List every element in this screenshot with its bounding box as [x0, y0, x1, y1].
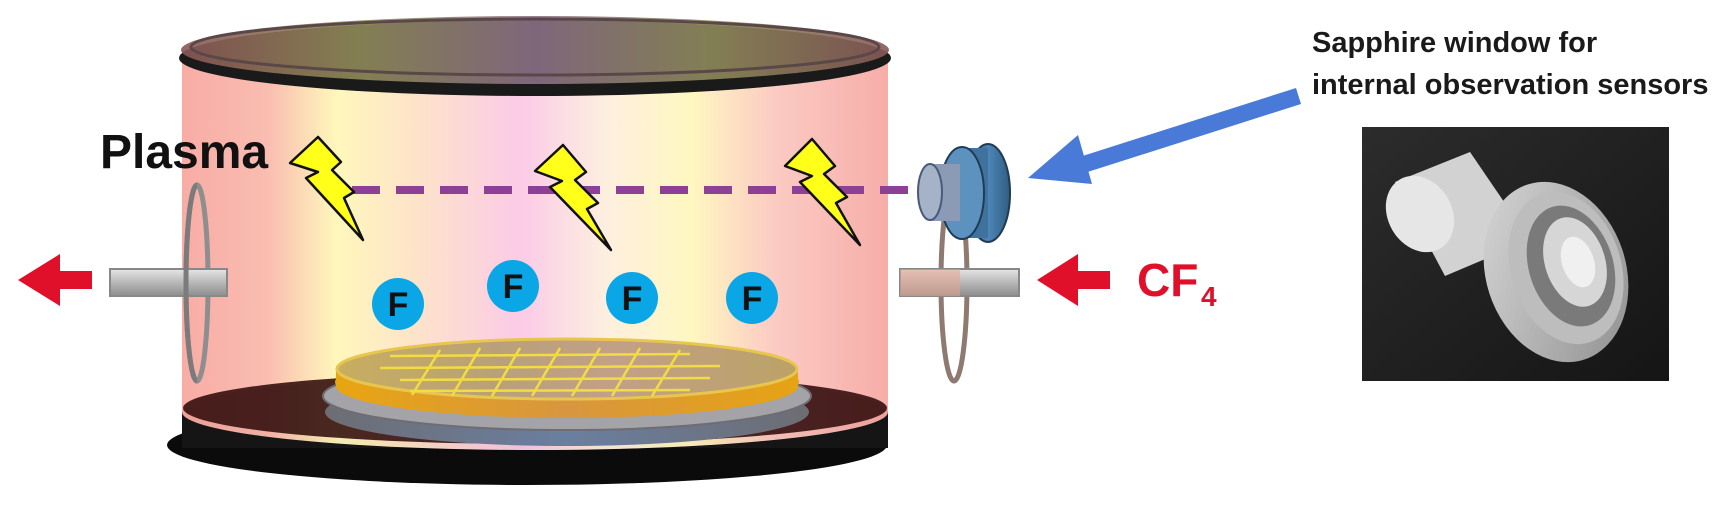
caption-line-1: Sapphire window for: [1312, 27, 1598, 59]
gas-label-main: CF: [1137, 254, 1198, 306]
gas-label-subscript: 4: [1201, 281, 1217, 312]
sapphire-window-photo: [1362, 127, 1669, 381]
sapphire-window-caption: Sapphire window for internal observation…: [1312, 22, 1708, 106]
lightning-bolts: [288, 135, 862, 252]
sensor-pointer-arrow: [1028, 88, 1301, 184]
gas-inlet-arrow: [1037, 254, 1110, 306]
sapphire-window-center: [1560, 236, 1596, 288]
wafer-pattern: [379, 347, 721, 397]
exhaust-arrow: [18, 254, 92, 306]
radical-label: F: [388, 286, 409, 324]
exhaust-pipe: [109, 268, 228, 297]
radical-label: F: [742, 280, 763, 318]
inlet-pipe-tint: [900, 269, 960, 296]
chamber-lid-inner: [189, 17, 881, 77]
wafer-stage: [322, 337, 812, 446]
exhaust-ring-front: [183, 182, 198, 384]
plasma-label: Plasma: [100, 126, 268, 179]
radical-label: F: [503, 268, 524, 306]
sapphire-stem-end: [1385, 175, 1455, 253]
radical-f: F: [487, 260, 539, 312]
lightning-bolt-icon: [288, 135, 365, 242]
gas-label: CF 4: [1137, 254, 1217, 312]
lightning-bolt-icon: [783, 137, 862, 247]
sensor-nozzle-cap: [917, 163, 943, 221]
fluorine-radicals: F F F F: [372, 260, 778, 330]
radical-label: F: [622, 280, 643, 318]
caption-line-2: internal observation sensors: [1312, 69, 1709, 101]
radical-f: F: [726, 272, 778, 324]
chamber-lid: [181, 16, 889, 84]
radical-f: F: [372, 278, 424, 330]
sapphire-window-sensor-icon: [917, 143, 1011, 243]
lightning-bolt-icon: [533, 143, 613, 252]
radical-f: F: [606, 272, 658, 324]
exhaust-port: [109, 182, 228, 384]
